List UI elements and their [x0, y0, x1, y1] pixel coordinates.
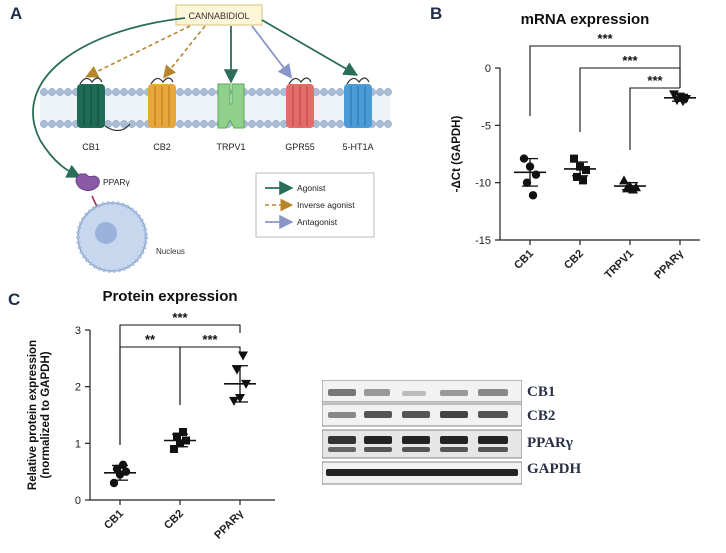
- arrow-to-cb2: [163, 25, 206, 79]
- arrow-to-cb1: [85, 25, 191, 78]
- significance-bracket: [179, 346, 241, 405]
- data-point: [522, 178, 532, 187]
- x-tick-label: PPARγ: [652, 247, 686, 281]
- blot-label-ppar: PPARγ: [527, 435, 573, 451]
- y-tick-label: -5: [481, 120, 491, 132]
- data-point: [573, 172, 581, 181]
- cannabidiol-label: CANNABIDIOL: [188, 11, 249, 21]
- arrow-to-ppar: [32, 17, 186, 178]
- y-tick-label: 0: [75, 495, 81, 507]
- significance-label: ***: [597, 31, 613, 46]
- blot-label-cb2: CB2: [527, 408, 556, 424]
- receptor-cb1-icon: [77, 77, 131, 132]
- x-tick-label: PPARγ: [212, 507, 246, 541]
- significance-bracket: [119, 324, 241, 445]
- ppar-gamma-icon: [75, 173, 100, 192]
- nucleus-label: Nucleus: [156, 247, 185, 256]
- data-point: [238, 351, 248, 361]
- data-point: [579, 176, 587, 185]
- cannabidiol-box: [175, 4, 263, 26]
- x-tick-label: CB2: [162, 508, 186, 532]
- y-tick-label: -15: [475, 235, 491, 247]
- panel-a-schematic: CANNABIDIOL CB1 CB2 TRPV1 GPR55 5-H: [32, 4, 392, 273]
- significance-bracket: [529, 45, 681, 116]
- significance-label: ***: [622, 53, 638, 68]
- x-tick-label: CB2: [562, 248, 586, 272]
- receptor-cb2-icon: [148, 77, 176, 128]
- data-point: [121, 467, 131, 476]
- receptor-label-trpv1: TRPV1: [216, 142, 245, 152]
- nucleus-icon: [76, 201, 148, 273]
- receptor-label-gpr55: GPR55: [285, 142, 315, 152]
- y-axis-label: -ΔCt (GAPDH): [451, 116, 463, 193]
- significance-bracket: [629, 87, 680, 150]
- panel-label-c: C: [8, 290, 21, 309]
- y-axis-label: Relative protein expression: [27, 340, 39, 490]
- legend-agonist: Agonist: [297, 183, 326, 193]
- data-point: [528, 191, 538, 200]
- y-axis-label-2: (normalized to GAPDH): [40, 351, 52, 478]
- y-tick-label: 3: [75, 325, 81, 337]
- receptor-gpr55-icon: [286, 77, 314, 128]
- receptor-5ht1a-icon: [344, 77, 372, 128]
- legend-inverse-agonist: Inverse agonist: [297, 200, 355, 210]
- significance-label: **: [145, 332, 156, 347]
- panel-label-b: B: [430, 4, 443, 23]
- chart-title: Protein expression: [102, 288, 237, 305]
- arrow-to-5ht1a: [261, 19, 359, 76]
- receptor-label-5ht1a: 5-HT1A: [342, 142, 373, 152]
- y-tick-label: 1: [75, 438, 81, 450]
- panel-label-a: A: [10, 4, 23, 23]
- data-point: [570, 154, 578, 163]
- x-tick-label: CB1: [102, 508, 126, 532]
- x-tick-label: TRPV1: [603, 248, 637, 282]
- significance-bracket: [119, 346, 181, 445]
- significance-label: ***: [647, 73, 663, 88]
- data-point: [170, 445, 178, 453]
- y-tick-label: 0: [485, 63, 491, 75]
- significance-label: ***: [202, 332, 218, 347]
- x-tick-label: CB1: [512, 248, 536, 272]
- legend-antagonist: Antagonist: [297, 217, 338, 227]
- significance-bracket: [579, 67, 681, 132]
- ppar-gamma-label: PPARγ: [103, 177, 131, 187]
- receptor-trpv1-icon: [217, 83, 245, 129]
- blot-label-gapdh: GAPDH: [527, 461, 582, 477]
- receptor-label-cb2: CB2: [153, 142, 171, 152]
- data-point: [179, 428, 187, 436]
- y-tick-label: 2: [75, 382, 81, 394]
- data-point: [582, 166, 590, 175]
- data-point: [109, 478, 119, 488]
- blot-label-cb1: CB1: [527, 384, 556, 400]
- chart-title: mRNA expression: [521, 11, 650, 28]
- arrow-to-gpr55: [251, 25, 293, 79]
- y-tick-label: -10: [475, 178, 491, 190]
- significance-label: ***: [172, 310, 188, 325]
- data-point: [112, 464, 122, 474]
- panel-a-legend: Agonist Inverse agonist Antagonist: [255, 172, 375, 238]
- western-blot: [321, 379, 523, 486]
- blot-image: [321, 379, 523, 485]
- receptor-label-cb1: CB1: [82, 142, 100, 152]
- data-point: [173, 432, 181, 441]
